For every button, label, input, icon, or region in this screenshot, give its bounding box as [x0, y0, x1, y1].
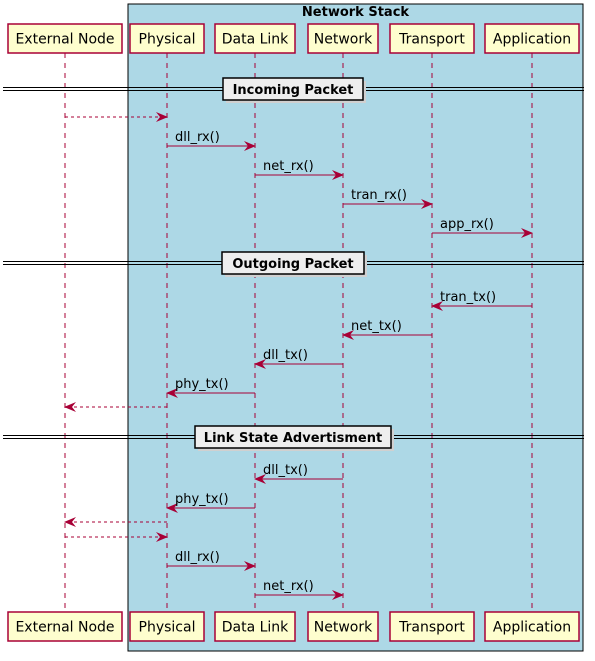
network-stack-group-title: Network Stack	[302, 5, 409, 20]
messages: dll_rx() net_rx() tran_rx() app_rx() tran_tx…	[64, 112, 533, 600]
participant-label: Network	[314, 32, 373, 48]
participants-bottom: External Node Physical Data Link Network Tra…	[7, 611, 580, 642]
participant-label: Data Link	[222, 32, 289, 48]
message-label: net_rx()	[263, 579, 314, 594]
message-8: phy_tx()	[166, 377, 255, 398]
participant-label: Data Link	[222, 620, 289, 636]
message-label: app_rx()	[440, 217, 494, 232]
participant-label: Application	[493, 32, 571, 48]
participant-label: External Node	[15, 32, 114, 48]
divider-1: Outgoing Packet	[3, 251, 584, 277]
message-label: dll_rx()	[175, 130, 220, 145]
participant-label: Transport	[398, 32, 465, 48]
participant-datalink-bottom: Data Link	[214, 611, 296, 642]
message-3: tran_rx()	[343, 188, 433, 209]
message-label: phy_tx()	[175, 492, 229, 507]
participants-top: External Node Physical Data Link Network Tra…	[7, 23, 580, 54]
participant-transport-bottom: Transport	[389, 611, 475, 642]
participant-label: Physical	[139, 620, 196, 636]
participant-transport-top: Transport	[389, 23, 475, 54]
divider-label: Link State Advertisment	[204, 431, 382, 446]
message-6: net_tx()	[342, 319, 432, 340]
divider-label: Incoming Packet	[233, 83, 354, 98]
message-10: dll_tx()	[254, 463, 343, 484]
message-1: dll_rx()	[167, 130, 256, 151]
divider-0: Incoming Packet	[3, 77, 584, 103]
participant-external-bottom: External Node	[7, 611, 123, 642]
message-4: app_rx()	[432, 217, 533, 238]
participant-label: Physical	[139, 32, 196, 48]
message-label: dll_rx()	[175, 550, 220, 565]
participant-label: Application	[493, 620, 571, 636]
participant-label: External Node	[15, 620, 114, 636]
participant-physical-bottom: Physical	[129, 611, 205, 642]
divider-label: Outgoing Packet	[232, 257, 353, 272]
message-label: tran_tx()	[440, 290, 496, 305]
message-5: tran_tx()	[431, 290, 532, 311]
message-label: phy_tx()	[175, 377, 229, 392]
network-stack-group	[127, 3, 584, 652]
participant-external-top: External Node	[7, 23, 123, 54]
participant-physical-top: Physical	[129, 23, 205, 54]
message-15: net_rx()	[255, 579, 344, 600]
message-7: dll_tx()	[254, 348, 343, 369]
message-label: net_rx()	[263, 159, 314, 174]
message-label: tran_rx()	[351, 188, 407, 203]
participant-datalink-top: Data Link	[214, 23, 296, 54]
message-label: net_tx()	[351, 319, 402, 334]
message-11: phy_tx()	[166, 492, 255, 513]
participant-label: Network	[314, 620, 373, 636]
participant-label: Transport	[398, 620, 465, 636]
message-label: dll_tx()	[263, 463, 308, 478]
message-label: dll_tx()	[263, 348, 308, 363]
participant-network-top: Network	[307, 23, 379, 54]
participant-network-bottom: Network	[307, 611, 379, 642]
participant-application-bottom: Application	[484, 611, 580, 642]
message-2: net_rx()	[255, 159, 344, 180]
divider-2: Link State Advertisment	[3, 425, 584, 451]
participant-application-top: Application	[484, 23, 580, 54]
message-14: dll_rx()	[167, 550, 256, 571]
